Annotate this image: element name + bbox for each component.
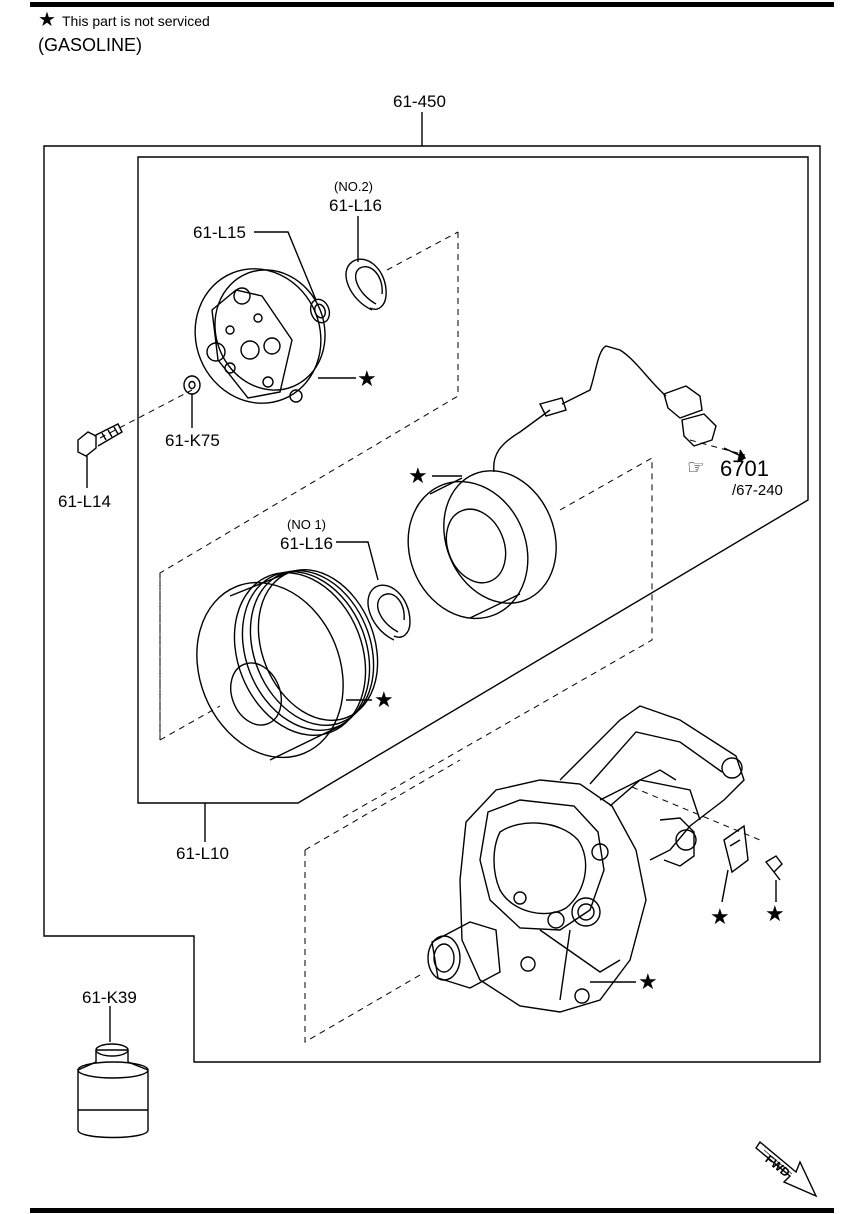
star-clip: ★ [710,904,730,929]
star-coil: ★ [408,463,428,488]
variant-label: (GASOLINE) [38,35,143,55]
snap-ring-no1 [367,584,411,641]
reference-arrow [723,447,747,463]
bolt [77,423,123,457]
washer [183,375,201,395]
clutch-outline [137,156,809,804]
label-snap-ring-1: 61-L16 [280,534,333,553]
fwd-arrow-icon [755,1140,818,1198]
label-oil: 61-K39 [82,988,137,1007]
top-rule [30,2,834,7]
legend-text: This part is not serviced [62,13,210,29]
label-snap-ring-2: 61-L16 [329,196,382,215]
star-pulley: ★ [374,687,394,712]
ref-sub: /67-240 [732,482,783,499]
assembly-outline [43,145,821,1063]
pulley [196,568,379,761]
bracket-clip [723,824,749,874]
bottom-rule [30,1208,834,1213]
label-bolt: 61-L14 [58,492,111,511]
ref-number[interactable]: 6701 [720,456,769,481]
clutch-hub [194,268,326,404]
field-coil [407,345,717,620]
legend-star-icon: ★ [38,9,56,31]
small-screw [764,855,783,881]
shim-leader [254,231,317,301]
clip-star-leader [721,869,729,903]
star-hub: ★ [357,366,377,391]
hand-pointer-icon: ☞ [687,457,705,479]
oil-bottle [77,1043,149,1139]
label-clutch-assy: 61-L10 [176,844,229,863]
label-snap-ring-1-note: (NO 1) [287,517,326,532]
label-washer: 61-K75 [165,431,220,450]
snap-ring-no1-leader [336,541,379,581]
label-hub: 61-L15 [193,223,246,242]
dashed-groups [99,231,761,1043]
star-compressor: ★ [638,969,658,994]
label-snap-ring-2-note: (NO.2) [334,179,373,194]
snap-ring-no2 [345,258,387,311]
star-screw: ★ [765,901,785,926]
label-assembly: 61-450 [393,92,446,111]
compressor-body [427,705,745,1013]
